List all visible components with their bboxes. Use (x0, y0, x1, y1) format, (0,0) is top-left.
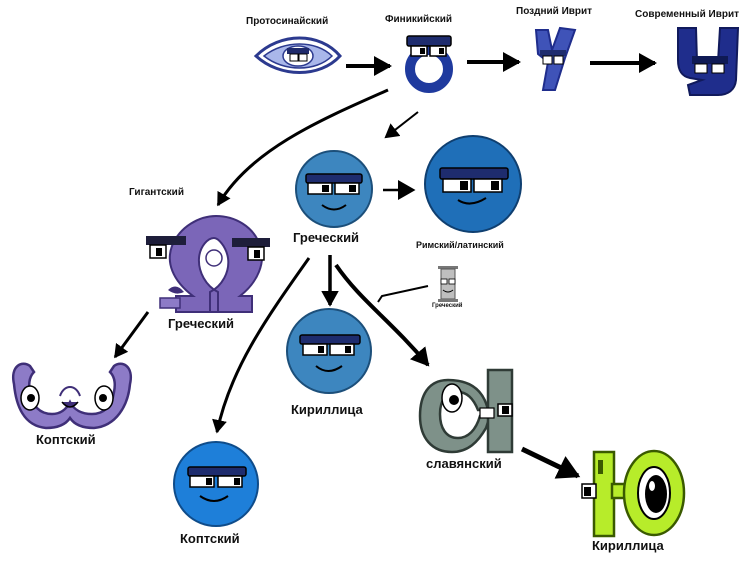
greek-circle-character (295, 150, 373, 228)
arrow-greek-to-slavonic (334, 263, 430, 367)
gigantic-greek-omega-character (146, 214, 270, 313)
protosinaitic-eye-character (253, 36, 342, 74)
label-greek-tiny: Греческий (432, 303, 463, 309)
coptic-left-character (11, 362, 133, 430)
arrow-slavonic-to-cyrillic (520, 446, 581, 479)
slavonic-character (418, 368, 514, 454)
label-cyrillic-final: Кириллица (592, 538, 664, 553)
label-greek-small: Греческий (293, 230, 360, 245)
late-hebrew-character (534, 26, 577, 91)
roman-latin-character (424, 135, 522, 233)
coptic-bottom-character (173, 441, 259, 527)
phoenician-character (405, 35, 453, 93)
cyrillic-yu-character (581, 449, 686, 538)
label-phoenician: Финикийский (385, 14, 453, 25)
label-cyrillic-mid: Кириллица (291, 402, 363, 417)
label-late-hebrew: Поздний Иврит (516, 6, 593, 17)
cyrillic-mid-character (286, 308, 372, 394)
arrow-phoenician-to-gigantic (216, 88, 389, 207)
label-coptic-left: Коптский (36, 432, 96, 447)
pointer-line-tiny-greek (377, 285, 429, 303)
tiny-greek-pillar-character (438, 266, 458, 302)
modern-hebrew-character (677, 27, 740, 96)
arrows (113, 52, 657, 479)
label-modern-hebrew: Современный Иврит (635, 9, 740, 20)
arrow-phoenician-to-greek (384, 111, 419, 139)
label-protosinaitic: Протосинайский (246, 16, 329, 27)
arrow-greek-to-coptic-bottom (212, 257, 311, 434)
label-coptic-bottom: Коптский (180, 531, 240, 546)
label-roman-latin: Римский/латинский (416, 240, 504, 250)
arrow-gigantic-to-coptic (113, 311, 150, 359)
label-greek-big: Греческий (168, 316, 235, 331)
label-slavonic: славянский (426, 456, 502, 471)
label-gigantic: Гигантский (129, 187, 184, 198)
